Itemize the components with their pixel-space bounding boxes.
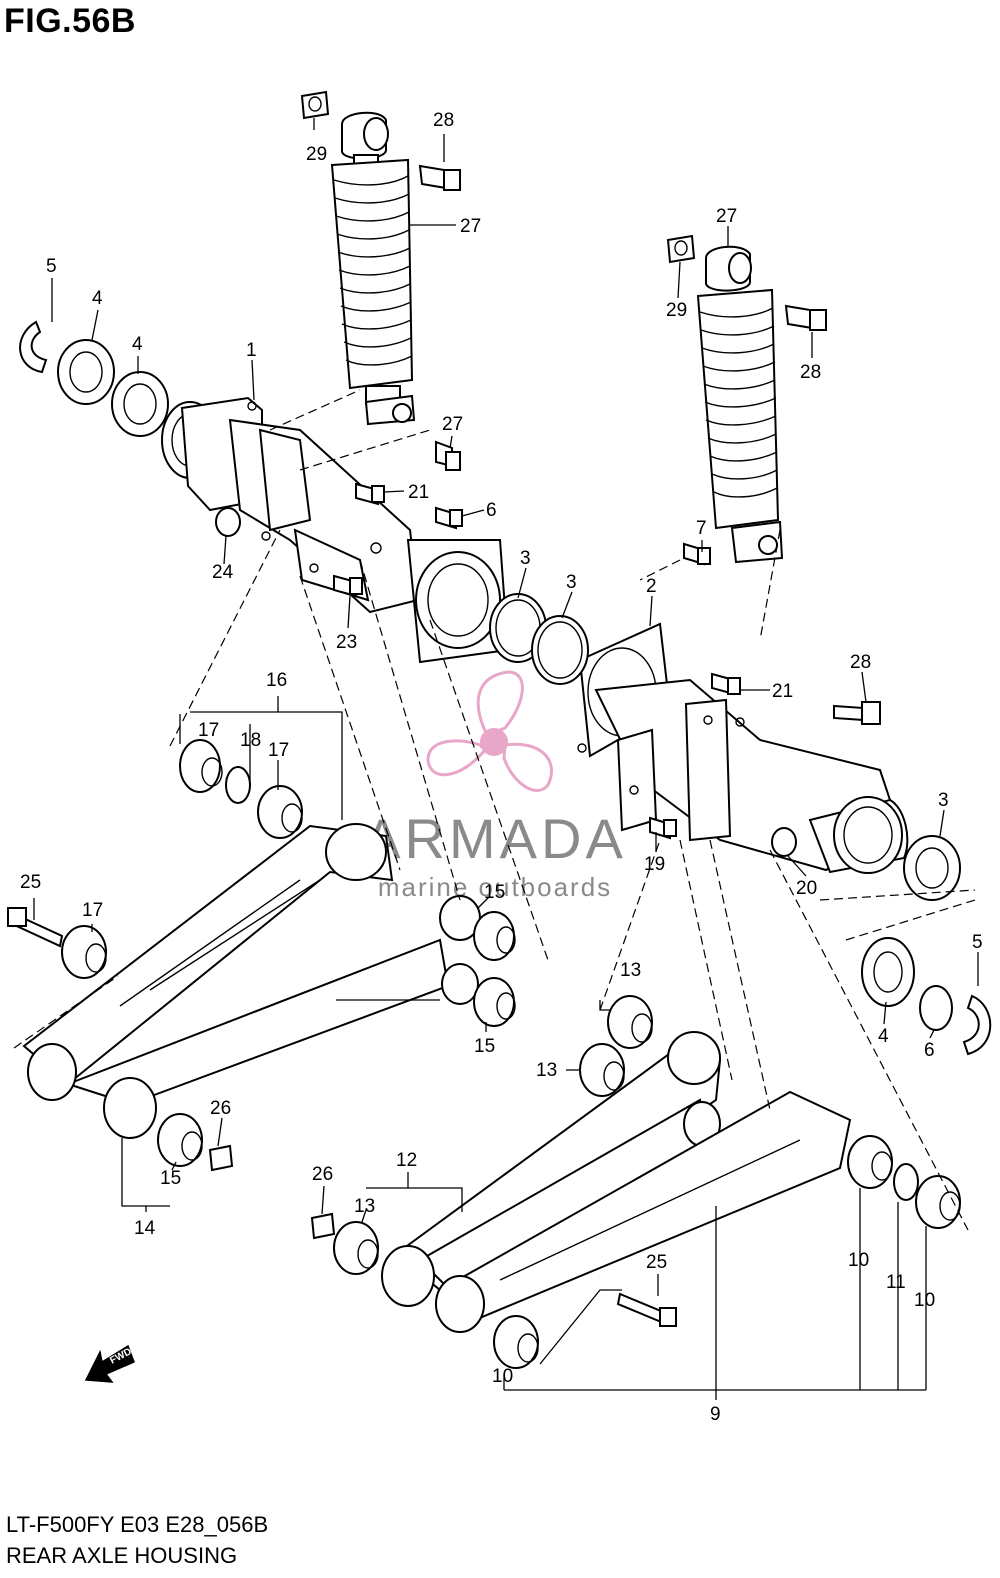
- callout-4: 4: [92, 288, 103, 309]
- right-lower-arm: [435, 1090, 961, 1369]
- callout-26: 26: [210, 1098, 231, 1119]
- callout-7: 7: [696, 518, 707, 539]
- callout-29: 29: [666, 300, 687, 321]
- callout-18: 18: [240, 730, 261, 751]
- callout-28: 28: [800, 362, 821, 383]
- left-shock-absorber: [330, 111, 416, 426]
- assembly-lines: [13, 389, 976, 1231]
- callout-3: 3: [520, 548, 531, 569]
- callout-27: 27: [460, 216, 481, 237]
- callout-25: 25: [20, 872, 41, 893]
- figure-title: FIG.56B: [4, 2, 136, 40]
- callout-21: 21: [408, 482, 429, 503]
- callout-17: 17: [198, 720, 219, 741]
- model-code: LT-F500FY E03 E28_056B: [6, 1512, 269, 1537]
- callout-12: 12: [396, 1150, 417, 1171]
- right-upper-arm: [333, 995, 722, 1307]
- callout-24: 24: [212, 562, 234, 583]
- fwd-arrow-icon: FWD: [84, 1344, 135, 1383]
- callout-13: 13: [354, 1196, 375, 1217]
- right-axle-housing: [577, 622, 909, 874]
- callout-25: 25: [646, 1252, 667, 1273]
- callout-20: 20: [796, 878, 817, 899]
- right-shock-absorber: [696, 245, 784, 564]
- callout-17: 17: [268, 740, 289, 761]
- left-axle-housing: [161, 396, 510, 664]
- callout-6: 6: [924, 1040, 935, 1061]
- watermark-brand: ARMADA: [363, 807, 627, 870]
- callout-15: 15: [484, 882, 505, 903]
- callout-13: 13: [620, 960, 641, 981]
- callout-10: 10: [914, 1290, 935, 1311]
- callout-4: 4: [132, 334, 143, 355]
- leader-lines: [33, 118, 979, 1400]
- callout-3: 3: [938, 790, 949, 811]
- left-upper-arm-bushings: [61, 739, 516, 1027]
- callout-19: 19: [644, 854, 665, 875]
- callout-26: 26: [312, 1164, 333, 1185]
- fasteners: [6, 90, 881, 1327]
- callout-9: 9: [710, 1404, 721, 1425]
- left-lower-arm: [103, 1077, 203, 1167]
- part-callouts: 29 28 27 27 29 28 5 4 4 1 27 21 6 3 3 24…: [20, 110, 983, 1425]
- callout-27: 27: [442, 414, 463, 435]
- callout-27: 27: [716, 206, 737, 227]
- callout-5: 5: [972, 932, 983, 953]
- callout-1: 1: [246, 340, 257, 361]
- armada-watermark: ARMADA marine outboards: [363, 670, 627, 902]
- figure-name: REAR AXLE HOUSING: [6, 1543, 238, 1568]
- callout-28: 28: [433, 110, 454, 131]
- callout-2: 2: [646, 576, 657, 597]
- callout-4: 4: [878, 1026, 889, 1047]
- left-bearings: [19, 320, 169, 437]
- watermark-tagline: marine outboards: [378, 872, 612, 902]
- callout-16: 16: [266, 670, 287, 691]
- callout-29: 29: [306, 144, 327, 165]
- callout-21: 21: [772, 681, 793, 702]
- propeller-logo: [426, 670, 553, 792]
- callout-13: 13: [536, 1060, 557, 1081]
- callout-23: 23: [336, 632, 357, 653]
- callout-15: 15: [160, 1168, 181, 1189]
- callout-17: 17: [82, 900, 103, 921]
- callout-14: 14: [134, 1218, 156, 1239]
- right-bearings: [861, 835, 992, 1056]
- callout-11: 11: [886, 1272, 906, 1293]
- callout-3: 3: [566, 572, 577, 593]
- callout-15: 15: [474, 1036, 495, 1057]
- callout-5: 5: [46, 256, 57, 277]
- callout-6: 6: [486, 500, 497, 521]
- callout-10: 10: [492, 1366, 513, 1387]
- callout-28: 28: [850, 652, 871, 673]
- left-upper-arm: [22, 823, 481, 1106]
- left-gaskets: [489, 593, 589, 685]
- callout-10: 10: [848, 1250, 869, 1271]
